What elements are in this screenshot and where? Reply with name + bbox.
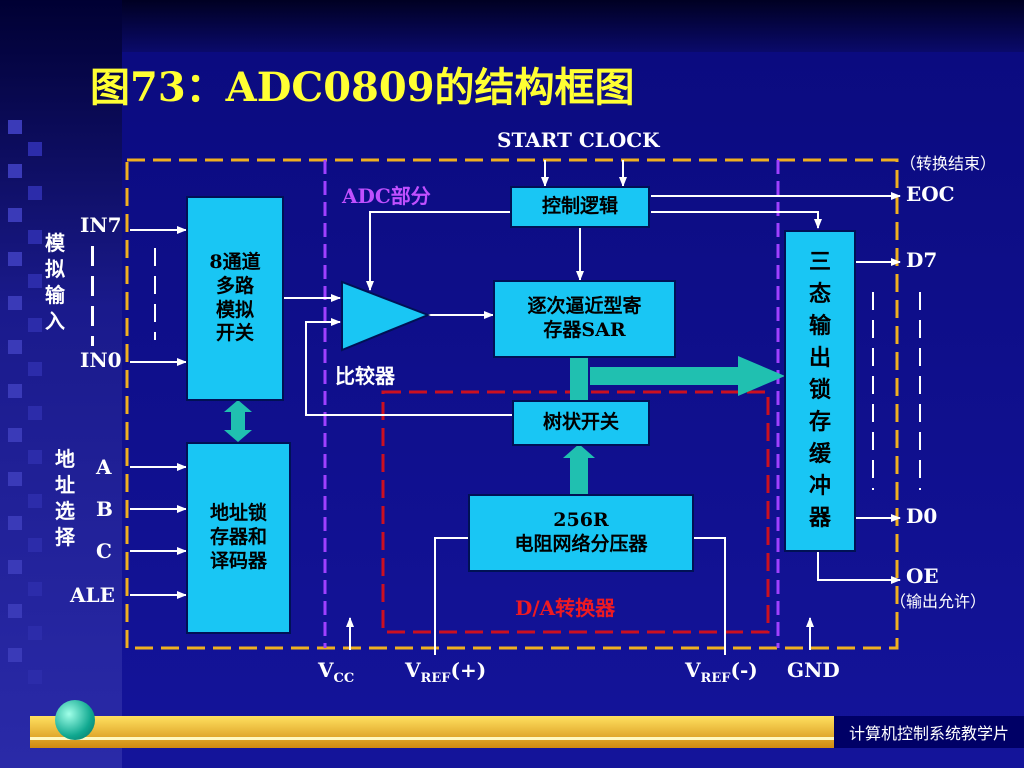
decorative-square: [8, 340, 22, 354]
decorative-square: [8, 384, 22, 398]
decorative-square: [28, 670, 42, 684]
oe-note-label: （输出允许）: [890, 592, 987, 611]
in0-label: IN0: [80, 348, 122, 372]
decorative-square: [8, 604, 22, 618]
da-section-label: D/A转换器: [515, 596, 616, 620]
analog-input-dash: [91, 246, 94, 346]
decorative-square: [28, 186, 42, 200]
eoc-label: EOC: [906, 182, 955, 206]
outer-frame: [125, 158, 899, 650]
tree-switch-box: 树状开关: [512, 400, 650, 446]
in7-label: IN7: [80, 213, 122, 237]
analog-input-label: 模拟输入: [45, 231, 65, 333]
decorative-square: [28, 318, 42, 332]
control-logic-box: 控制逻辑: [510, 186, 650, 228]
c-label: C: [96, 539, 112, 563]
decorative-square: [8, 164, 22, 178]
b-label: B: [96, 497, 113, 521]
oe-label: OE: [906, 564, 939, 588]
decorative-square: [8, 472, 22, 486]
address-latch-box: 地址锁 存器和 译码器: [186, 442, 291, 634]
output-buffer-box: 三 态 输 出 锁 存 缓 冲 器: [784, 230, 856, 552]
decorative-square: [8, 428, 22, 442]
footer-line: [30, 737, 1024, 740]
decorative-square: [28, 230, 42, 244]
comparator-label: 比较器: [335, 364, 395, 388]
top-dark-band: [122, 0, 1024, 52]
footer-text: 计算机控制系统教学片: [834, 716, 1024, 748]
decorative-square: [28, 406, 42, 420]
d7-label: D7: [906, 248, 938, 272]
vref-minus-label: VREF(-): [685, 658, 758, 686]
comparator-symbol: [341, 280, 431, 352]
decorative-square: [8, 296, 22, 310]
a-label: A: [96, 455, 112, 479]
decorative-square: [8, 648, 22, 662]
decorative-square: [28, 274, 42, 288]
sar-box: 逐次逼近型寄 存器SAR: [493, 280, 676, 358]
decorative-square: [8, 516, 22, 530]
mux-box: 8通道 多路 模拟 开关: [186, 196, 284, 401]
decorative-square: [28, 582, 42, 596]
decorative-square: [28, 626, 42, 640]
resistor-network-box: 256R 电阻网络分压器: [468, 494, 694, 572]
decorative-square: [8, 560, 22, 574]
decorative-square: [28, 494, 42, 508]
eoc-note-label: （转换结束）: [900, 154, 997, 173]
page-title: 图73：ADC0809的结构框图: [90, 64, 635, 111]
adc-section-label: ADC部分: [342, 184, 431, 208]
gnd-label: GND: [787, 658, 840, 682]
decorative-square: [28, 142, 42, 156]
decorative-square: [28, 362, 42, 376]
d0-label: D0: [906, 504, 938, 528]
decorative-square: [8, 208, 22, 222]
decorative-square: [8, 252, 22, 266]
start-clock-label: START CLOCK: [497, 128, 660, 152]
decorative-square: [8, 120, 22, 134]
address-select-label: 地址选择: [55, 447, 75, 549]
vref-plus-label: VREF(+): [405, 658, 487, 686]
decorative-square: [28, 538, 42, 552]
vcc-label: VCC: [318, 658, 355, 686]
ale-label: ALE: [70, 583, 115, 607]
footer-cylinder-icon: [55, 700, 95, 740]
decorative-square: [28, 450, 42, 464]
